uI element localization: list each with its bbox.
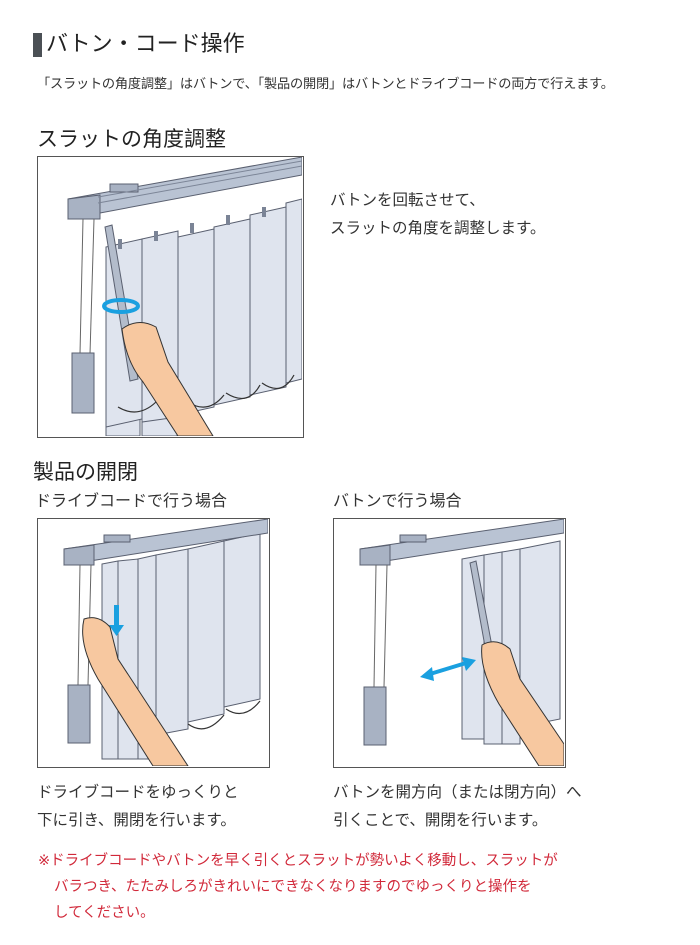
description-line: スラットの角度を調整します。 [330,219,546,237]
slat-angle-description: バトンを回転させて、 スラットの角度を調整します。 [330,186,545,242]
caution-line: ※ドライブコードやバトンを早く引くとスラットが勢いよく移動し、スラットが [38,853,558,869]
caution-line: バラつき、たたみしろがきれいにできなくなりますのでゆっくりと操作を [54,879,532,895]
wand-rotate-illustration [37,156,304,438]
description-line: ドライブコードをゆっくりと [37,783,239,801]
page-title-text: バトン・コード操作 [46,32,245,57]
page-title: バトン・コード操作 [33,30,245,60]
slat-angle-heading: スラットの角度調整 [37,127,226,151]
wand-slide-illustration [333,518,566,768]
cord-pull-illustration [37,518,270,768]
description-line: バトンを回転させて、 [330,191,485,209]
open-close-heading: 製品の開閉 [33,460,138,484]
caution-note: ※ドライブコードやバトンを早く引くとスラットが勢いよく移動し、スラットが バラつ… [38,848,558,926]
title-bar-icon [33,33,42,57]
caution-line: してください。 [54,905,155,921]
description-line: バトンを開方向（または閉方向）へ [333,783,582,801]
description-line: 引くことで、開閉を行います。 [333,811,548,829]
drive-cord-subheading: ドライブコードで行う場合 [35,491,228,510]
intro-text: 「スラットの角度調整」はバトンで、「製品の開閉」はバトンとドライブコードの両方で… [37,77,614,92]
wand-subheading: バトンで行う場合 [333,491,462,510]
drive-cord-description: ドライブコードをゆっくりと 下に引き、開閉を行います。 [37,778,239,834]
description-line: 下に引き、開閉を行います。 [37,811,236,829]
wand-description: バトンを開方向（または閉方向）へ 引くことで、開閉を行います。 [333,778,581,834]
